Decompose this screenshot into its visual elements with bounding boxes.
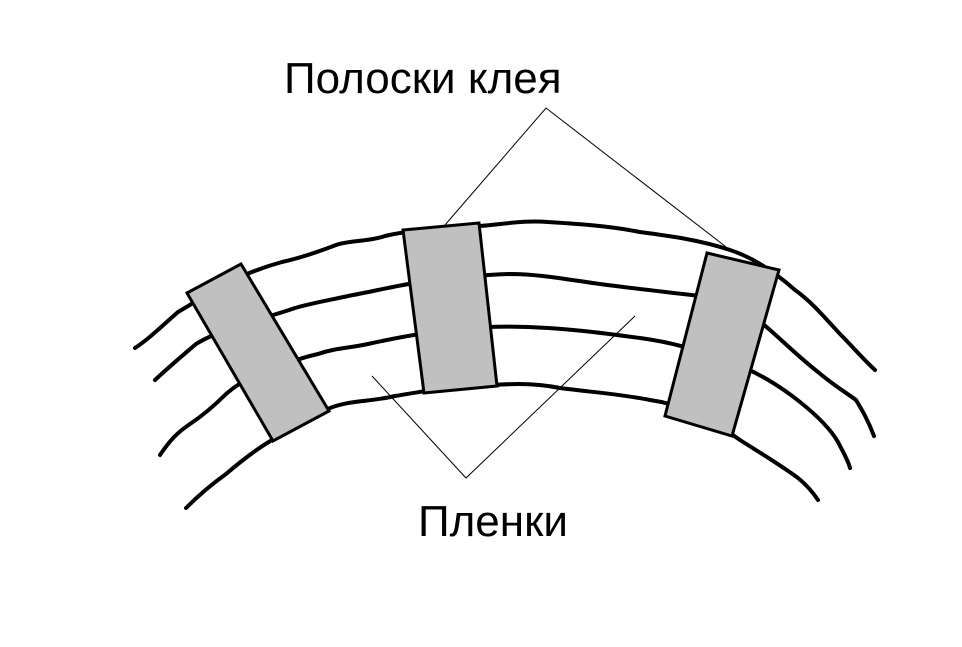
glue-label-leader	[444, 107, 731, 251]
glue-strip-left	[184, 262, 332, 444]
glue-strips-label: Полоски клея	[284, 54, 562, 103]
film-label-leader	[371, 315, 636, 479]
films-label: Пленки	[418, 497, 568, 546]
glue-strip-right	[663, 251, 781, 438]
glue-strip-center	[401, 221, 499, 395]
